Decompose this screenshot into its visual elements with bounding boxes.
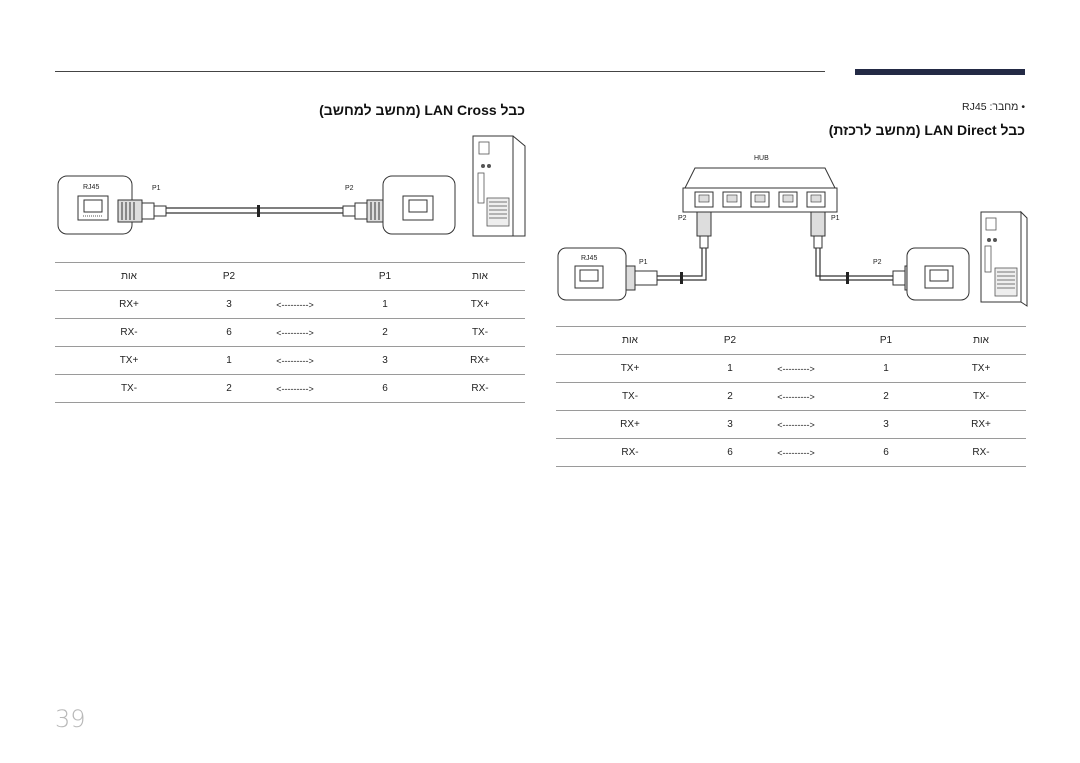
pin-cell: 2 — [203, 374, 255, 403]
rj45-label: RJ45 — [581, 255, 597, 262]
pin-cell: 1 — [203, 346, 255, 375]
signal-cell: TX+ — [936, 354, 1026, 383]
pin-cell: 2 — [836, 382, 936, 411]
pc-tower-icon — [472, 135, 526, 237]
pin-cell: 6 — [335, 374, 435, 403]
p1-header: P1 — [335, 262, 435, 291]
hub-label: HUB — [754, 155, 769, 162]
direct-lan-pin-table: אות P2 P1 אות TX+ 1 <---------> 1 TX+ TX… — [556, 326, 1026, 467]
direct-lan-diagram: HUB P2 P1 P1 RJ45 P2 — [557, 155, 1028, 307]
signal-cell: TX- — [556, 382, 704, 411]
header-rule — [55, 71, 825, 72]
connector-note: • מחבר: RJ45 — [962, 101, 1025, 113]
pin-cell: 3 — [836, 410, 936, 439]
arrow-cell: <---------> — [255, 374, 335, 403]
cross-lan-heading: כבל LAN Cross (מחשב למחשב) — [319, 102, 525, 118]
signal-cell: RX+ — [55, 290, 203, 319]
arrow-cell: <---------> — [255, 290, 335, 319]
signal-cell: RX+ — [556, 410, 704, 439]
pin-cell: 2 — [704, 382, 756, 411]
p2-header: P2 — [203, 262, 255, 291]
signal-cell: RX- — [55, 318, 203, 347]
chapter-accent-bar — [855, 69, 1025, 75]
hub-icon — [682, 167, 838, 213]
arrow-cell: <---------> — [255, 346, 335, 375]
hub-p1-plug-icon — [810, 211, 826, 237]
table-row: TX+ 1 <---------> 3 RX+ — [55, 346, 525, 375]
arrow-cell: <---------> — [756, 354, 836, 383]
signal-cell: TX- — [936, 382, 1026, 411]
hub-p2-label: P2 — [678, 215, 687, 222]
hub-p1-label: P1 — [831, 215, 840, 222]
signal-cell: TX- — [55, 374, 203, 403]
rj45-label: RJ45 — [83, 184, 99, 191]
table-row: RX+ 3 <---------> 3 RX+ — [556, 410, 1026, 439]
cross-lan-pin-table: אות P2 P1 אות RX+ 3 <---------> 1 TX+ RX… — [55, 262, 525, 403]
p1-label: P1 — [152, 185, 161, 192]
table-header-row: אות P2 P1 אות — [55, 262, 525, 291]
pin-cell: 3 — [335, 346, 435, 375]
signal-cell: TX- — [435, 318, 525, 347]
arrow-header — [756, 326, 836, 355]
signal-header: אות — [556, 326, 704, 355]
signal-cell: RX+ — [936, 410, 1026, 439]
direct-lan-heading: כבל LAN Direct (מחשב לרכזת) — [828, 122, 1025, 138]
arrow-cell: <---------> — [756, 410, 836, 439]
pin-cell: 1 — [704, 354, 756, 383]
table-header-row: אות P2 P1 אות — [556, 326, 1026, 355]
signal-cell: TX+ — [55, 346, 203, 375]
pin-cell: 6 — [836, 438, 936, 467]
pin-cell: 6 — [203, 318, 255, 347]
signal-cell: RX- — [435, 374, 525, 403]
signal-header: אות — [55, 262, 203, 291]
signal-header: אות — [435, 262, 525, 291]
table-row: TX- 2 <---------> 6 RX- — [55, 374, 525, 403]
pin-cell: 2 — [335, 318, 435, 347]
signal-header: אות — [936, 326, 1026, 355]
p2-label: P2 — [873, 259, 882, 266]
p1-label: P1 — [639, 259, 648, 266]
table-row: RX- 6 <---------> 2 TX- — [55, 318, 525, 347]
pc-tower-icon — [980, 210, 1028, 307]
table-row: RX- 6 <---------> 6 RX- — [556, 438, 1026, 467]
signal-cell: TX+ — [556, 354, 704, 383]
p2-label: P2 — [345, 185, 354, 192]
table-row: TX- 2 <---------> 2 TX- — [556, 382, 1026, 411]
page-number: 39 — [55, 705, 86, 733]
signal-cell: RX+ — [435, 346, 525, 375]
pin-cell: 1 — [836, 354, 936, 383]
arrow-cell: <---------> — [255, 318, 335, 347]
table-row: TX+ 1 <---------> 1 TX+ — [556, 354, 1026, 383]
signal-cell: TX+ — [435, 290, 525, 319]
pin-cell: 1 — [335, 290, 435, 319]
pin-cell: 6 — [704, 438, 756, 467]
pin-cell: 3 — [203, 290, 255, 319]
cross-lan-diagram: RJ45 P1 P2 — [57, 135, 526, 237]
table-row: RX+ 3 <---------> 1 TX+ — [55, 290, 525, 319]
pin-cell: 3 — [704, 410, 756, 439]
arrow-header — [255, 262, 335, 291]
p2-header: P2 — [704, 326, 756, 355]
arrow-cell: <---------> — [756, 382, 836, 411]
hub-p2-plug-icon — [696, 211, 712, 237]
arrow-cell: <---------> — [756, 438, 836, 467]
p1-header: P1 — [836, 326, 936, 355]
signal-cell: RX- — [556, 438, 704, 467]
signal-cell: RX- — [936, 438, 1026, 467]
